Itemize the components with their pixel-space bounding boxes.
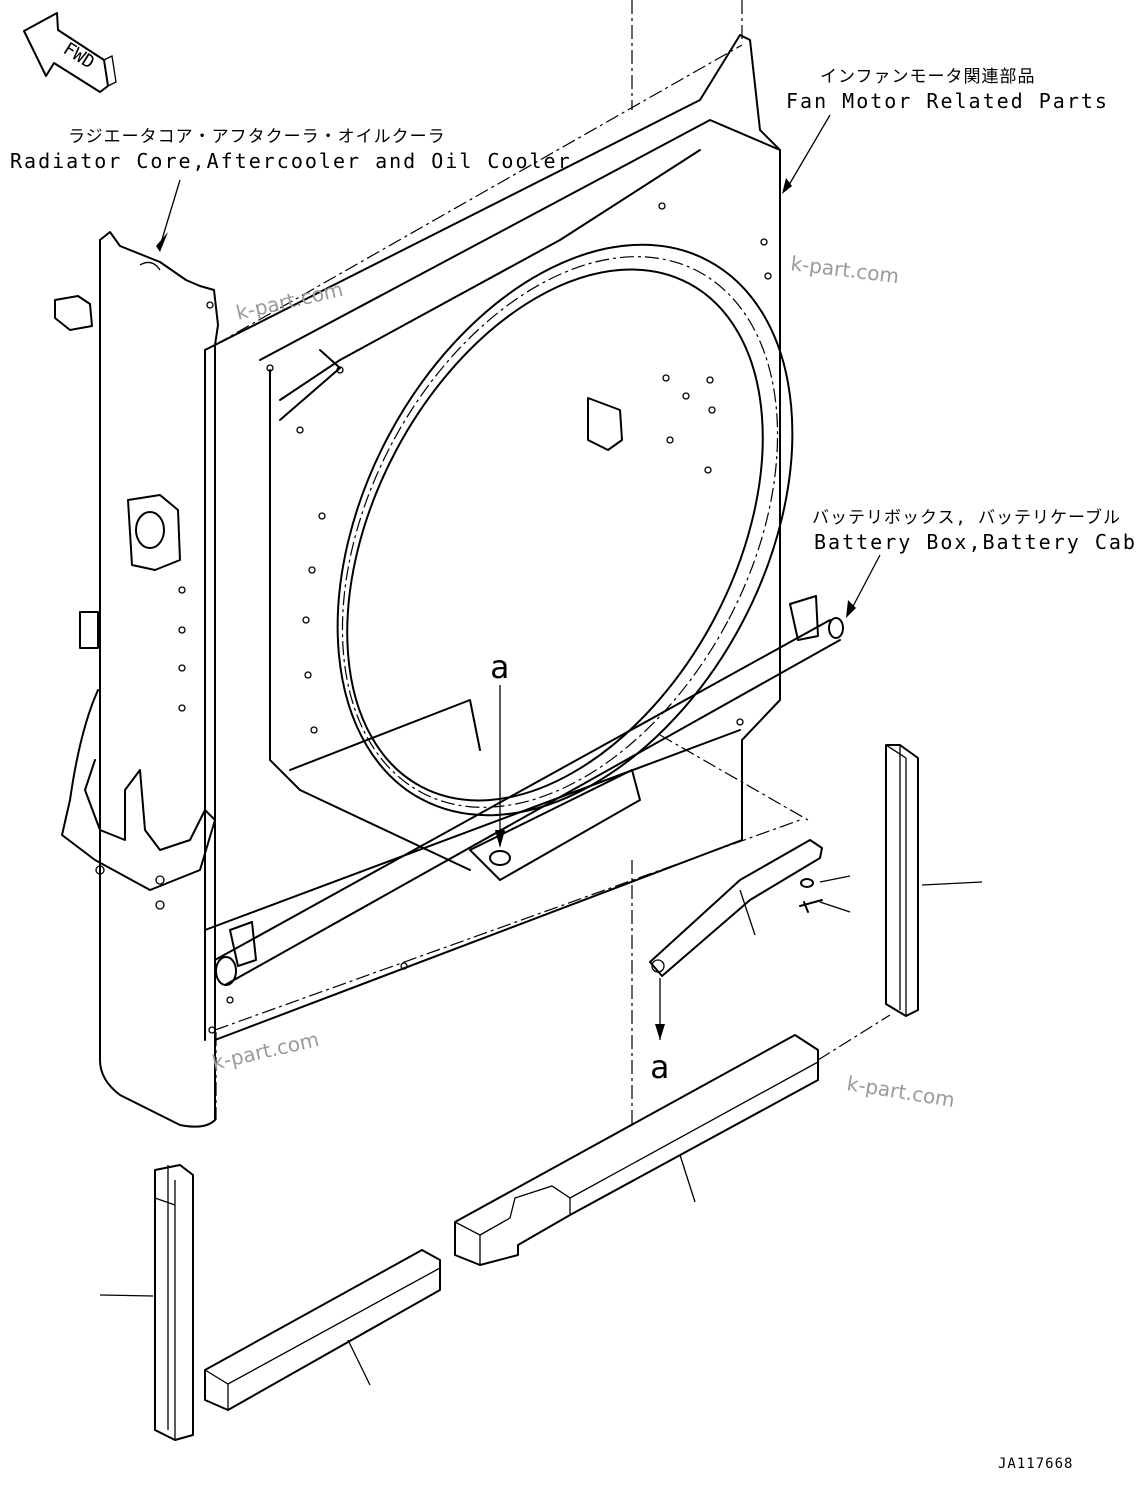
callout-leaders xyxy=(156,114,881,1040)
fan-ring xyxy=(336,243,794,817)
battery-cable-tube xyxy=(214,595,844,986)
battery-callout-en: Battery Box,Battery Cable xyxy=(814,530,1137,554)
drawing-number: JA117668 xyxy=(998,1456,1073,1472)
seal-left-vertical xyxy=(99,1164,194,1441)
watermark: k-part.com xyxy=(210,1027,321,1075)
fan-motor-callout-en: Fan Motor Related Parts xyxy=(786,89,1109,113)
fan-motor-callout-jp: インファンモータ関連部品 xyxy=(820,67,1036,87)
fan-shroud xyxy=(204,34,781,1041)
watermark: k-part.com xyxy=(789,251,900,288)
motor-bracket xyxy=(587,374,716,474)
seal-right-horizontal xyxy=(454,1034,819,1266)
ref-mark-a-top: a xyxy=(490,648,509,686)
radiator-callout-en: Radiator Core,Aftercooler and Oil Cooler xyxy=(10,149,572,173)
radiator-callout-jp: ラジエータコア・アフタクーラ・オイルクーラ xyxy=(68,127,446,147)
watermark: k-part.com xyxy=(234,277,345,325)
seal-right-vertical xyxy=(885,744,983,1017)
fwd-arrow-icon: FWD xyxy=(23,12,117,93)
watermark: k-part.com xyxy=(845,1071,956,1112)
seal-bottom-horizontal xyxy=(204,1249,441,1411)
radiator-assembly xyxy=(54,231,219,1128)
ref-mark-a-bottom: a xyxy=(650,1048,669,1086)
stay-bracket xyxy=(649,839,851,977)
battery-callout-jp: バッテリボックス, バッテリケーブル xyxy=(812,507,1121,528)
